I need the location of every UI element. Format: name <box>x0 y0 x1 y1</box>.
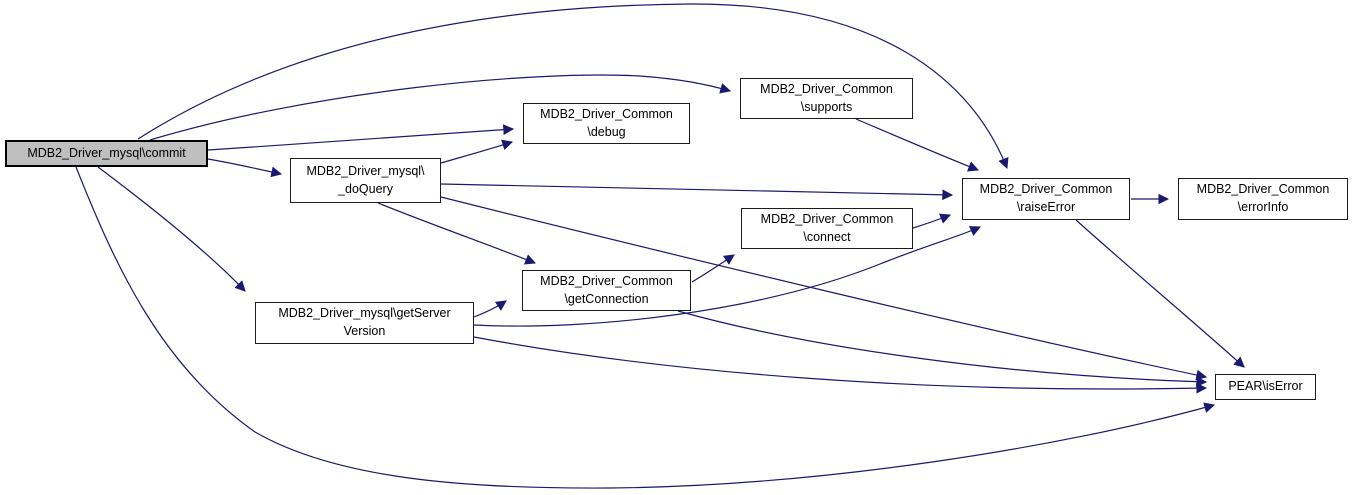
edge-getConnection-to-connect <box>691 254 735 283</box>
edge-commit-to-debug <box>207 124 515 151</box>
node-raiseError-label-line2: \raiseError <box>1016 200 1076 214</box>
edge-getServerVersion-to-raiseError <box>473 226 981 327</box>
node-getServerVersion-label-line2: Version <box>343 324 386 338</box>
edge-doQuery-to-getConnection <box>377 202 537 265</box>
node-isError[interactable]: PEAR\isError <box>1215 374 1316 400</box>
node-supports-label-line2: \supports <box>800 99 853 114</box>
node-getServerVersion[interactable]: MDB2_Driver_mysql\getServer Version <box>255 302 474 344</box>
node-connect[interactable]: MDB2_Driver_Common \connect <box>741 208 913 249</box>
edge-commit-to-getServerVersion <box>97 166 246 292</box>
node-debug-label-line1: MDB2_Driver_Common <box>540 106 673 121</box>
node-errorInfo-label-line1: MDB2_Driver_Common <box>1196 182 1330 197</box>
edge-commit-to-supports <box>149 74 732 141</box>
node-getConnection-label-line2: \getConnection <box>564 291 649 306</box>
edge-raiseError-to-isError <box>1075 219 1245 368</box>
node-getConnection-label-line1: MDB2_Driver_Common <box>540 273 673 288</box>
node-getServerVersion-label-line1: MDB2_Driver_mysql\getServer <box>278 306 451 321</box>
node-raiseError[interactable]: MDB2_Driver_Common \raiseError <box>962 178 1130 220</box>
node-connect-label-line2: \connect <box>803 229 851 244</box>
node-commit[interactable]: MDB2_Driver_mysql\commit <box>5 140 208 167</box>
node-doQuery-label-line1: MDB2_Driver_mysql\ <box>306 163 425 178</box>
edge-getServerVersion-to-isError <box>473 336 1208 394</box>
node-debug[interactable]: MDB2_Driver_Common \debug <box>523 103 690 144</box>
edge-commit-to-doQuery <box>207 158 283 178</box>
edge-supports-to-raiseError <box>855 118 980 172</box>
edge-getServerVersion-to-getConnection <box>473 300 507 318</box>
node-raiseError-label-line1: MDB2_Driver_Common <box>979 182 1113 197</box>
node-getConnection[interactable]: MDB2_Driver_Common \getConnection <box>522 270 691 311</box>
edge-doQuery-to-debug <box>440 139 514 164</box>
node-errorInfo-label-line2: \errorInfo <box>1237 200 1289 214</box>
node-supports-label-line1: MDB2_Driver_Common <box>760 81 893 96</box>
edge-commit-to-raiseError <box>137 3 1009 170</box>
node-isError-label: PEAR\isError <box>1228 379 1303 394</box>
node-doQuery-label-line2: _doQuery <box>338 181 393 196</box>
node-debug-label-line2: \debug <box>587 124 626 139</box>
node-doQuery[interactable]: MDB2_Driver_mysql\ _doQuery <box>290 158 441 203</box>
node-errorInfo[interactable]: MDB2_Driver_Common \errorInfo <box>1178 178 1348 220</box>
edge-connect-to-raiseError <box>912 213 952 229</box>
edge-getConnection-to-isError <box>677 310 1208 388</box>
edge-doQuery-to-raiseError <box>440 183 954 201</box>
node-connect-label-line1: MDB2_Driver_Common <box>760 211 894 226</box>
edge-commit-to-isError <box>75 166 1216 489</box>
node-supports[interactable]: MDB2_Driver_Common \supports <box>740 78 913 119</box>
node-commit-label: MDB2_Driver_mysql\commit <box>27 145 186 160</box>
edge-doQuery-to-isError <box>440 196 1208 381</box>
